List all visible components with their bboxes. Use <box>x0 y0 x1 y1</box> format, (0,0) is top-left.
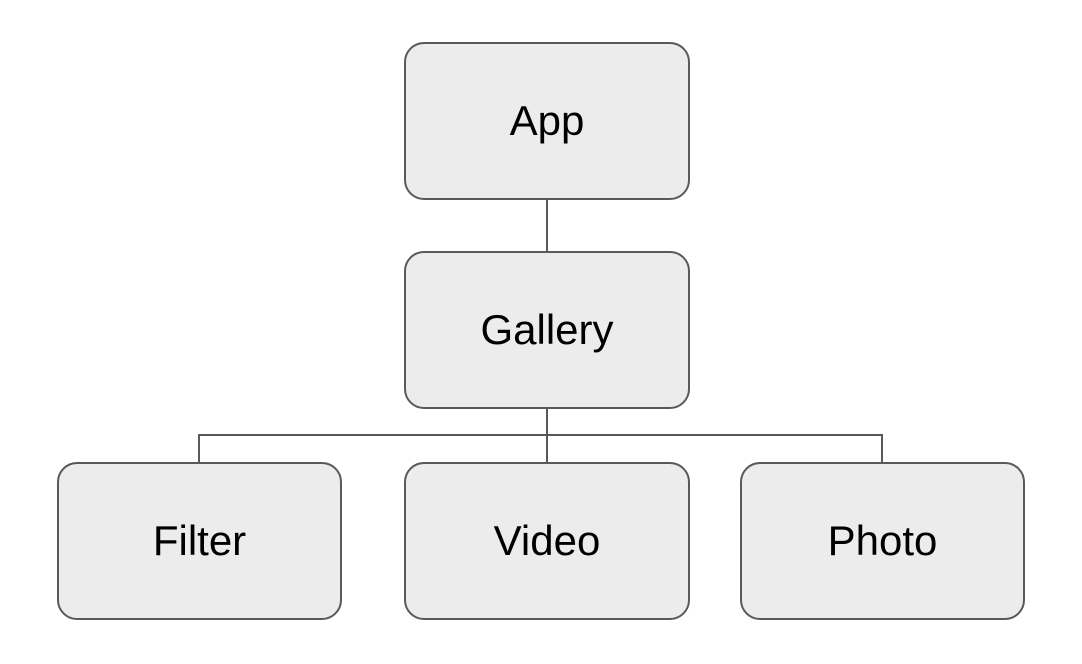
node-photo: Photo <box>740 462 1025 620</box>
node-gallery: Gallery <box>404 251 690 409</box>
node-photo-label: Photo <box>827 517 938 564</box>
node-gallery-label: Gallery <box>480 306 614 353</box>
node-video-label: Video <box>493 517 601 564</box>
node-app-label: App <box>509 97 585 144</box>
edge-gallery-bus-riser <box>546 408 548 436</box>
node-app: App <box>404 42 690 200</box>
edge-app-gallery <box>546 200 548 252</box>
node-video: Video <box>404 462 690 620</box>
edge-children-bus <box>198 434 883 436</box>
edge-drop-photo <box>881 434 883 463</box>
edge-drop-video <box>546 434 548 463</box>
node-filter: Filter <box>57 462 342 620</box>
node-filter-label: Filter <box>152 517 247 564</box>
edge-drop-filter <box>198 434 200 463</box>
